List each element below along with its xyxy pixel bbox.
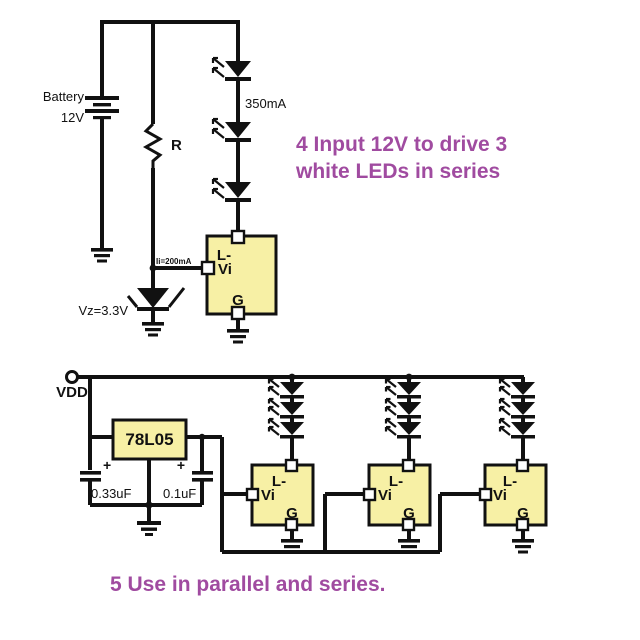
- led-symbol: [211, 177, 253, 204]
- capacitor-input-symbol: [80, 471, 101, 505]
- battery-symbol: [85, 96, 119, 120]
- regulator-label: 78L05: [125, 430, 173, 449]
- caption-top-line1: 4 Input 12V to drive 3: [296, 133, 508, 156]
- led-current-label: 350mA: [245, 96, 287, 111]
- bottom-supply-rail: [77, 375, 524, 470]
- zener-diode-symbol: [126, 287, 186, 337]
- led-symbol: [211, 117, 253, 144]
- battery-voltage-label: 12V: [61, 110, 84, 125]
- driver-pin-ground-label: G: [232, 292, 244, 309]
- vdd-label: VDD: [56, 384, 88, 401]
- driver-pin-ground-label: G: [286, 505, 298, 522]
- battery-name-label: Battery: [43, 89, 85, 104]
- vdd-terminal-node: [65, 370, 79, 384]
- caption-bottom: 5 Use in parallel and series.: [110, 573, 386, 596]
- bottom-circuit-group: VDD 78L05 + 0.33uF: [56, 370, 548, 554]
- driver-pin-input-label: Vi: [218, 261, 232, 278]
- capacitor-input-value: 0.33uF: [91, 486, 132, 501]
- driver-pin-load-label: L-: [217, 247, 231, 264]
- led-driver-block: L- Vi G: [478, 377, 548, 554]
- zener-voltage-label: Vz=3.3V: [78, 303, 128, 318]
- driver-pin-input-label: Vi: [261, 487, 275, 504]
- driver-pin-input-label: Vi: [378, 487, 392, 504]
- driver-pin-load-label: L-: [503, 473, 517, 490]
- capacitor-output-symbol: [192, 433, 213, 505]
- driver-pin-input-label: Vi: [493, 487, 507, 504]
- bias-node-wire: [149, 264, 205, 272]
- capacitor-output-value: 0.1uF: [163, 486, 196, 501]
- capacitor-input-polarity: +: [103, 457, 111, 473]
- battery-ground-symbol: [91, 248, 113, 263]
- driver-pin-ground-label: G: [517, 505, 529, 522]
- bias-current-label: Ii=200mA: [156, 257, 192, 266]
- resistor-symbol: [142, 122, 164, 168]
- led-symbol: [211, 56, 253, 83]
- driver-pin-load-label: L-: [389, 473, 403, 490]
- led-driver-block: [200, 229, 278, 344]
- led-driver-block: L- Vi G: [362, 373, 432, 554]
- resistor-label: R: [171, 137, 182, 154]
- led-driver-block: L- Vi G: [245, 373, 315, 554]
- caption-top-line2: white LEDs in series: [296, 160, 501, 183]
- vi-distribution-wires: [220, 437, 485, 554]
- top-circuit-group: L- Vi G Battery 12V R 350mA Ii=200mA Vz=…: [43, 20, 287, 344]
- regulator-ground-rail: [90, 501, 202, 536]
- capacitor-output-polarity: +: [177, 457, 185, 473]
- caption-top: 4 Input 12V to drive 3 white LEDs in ser…: [296, 131, 626, 185]
- driver-pin-load-label: L-: [272, 473, 286, 490]
- driver-pin-ground-label: G: [403, 505, 415, 522]
